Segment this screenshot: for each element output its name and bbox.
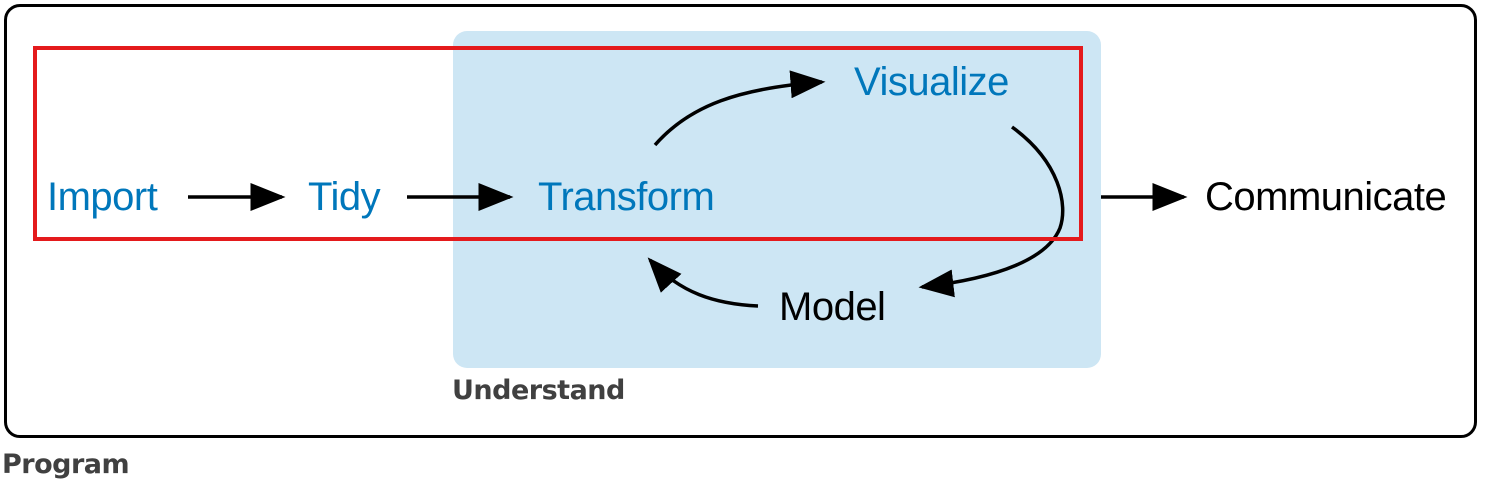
- highlight-rectangle: [33, 46, 1083, 241]
- node-communicate: Communicate: [1205, 175, 1447, 219]
- node-transform: Transform: [538, 175, 715, 219]
- arrow-visualize-to-model: [918, 125, 1065, 298]
- arrow-transform-to-visualize: [653, 70, 826, 147]
- program-frame: [4, 4, 1477, 438]
- group-label-program: Program: [2, 449, 130, 480]
- node-model: Model: [779, 285, 886, 329]
- node-tidy: Tidy: [308, 175, 381, 219]
- node-import: Import: [47, 175, 158, 219]
- arrow-model-to-transform: [647, 257, 759, 308]
- node-visualize: Visualize: [854, 60, 1009, 104]
- group-label-understand: Understand: [452, 375, 625, 406]
